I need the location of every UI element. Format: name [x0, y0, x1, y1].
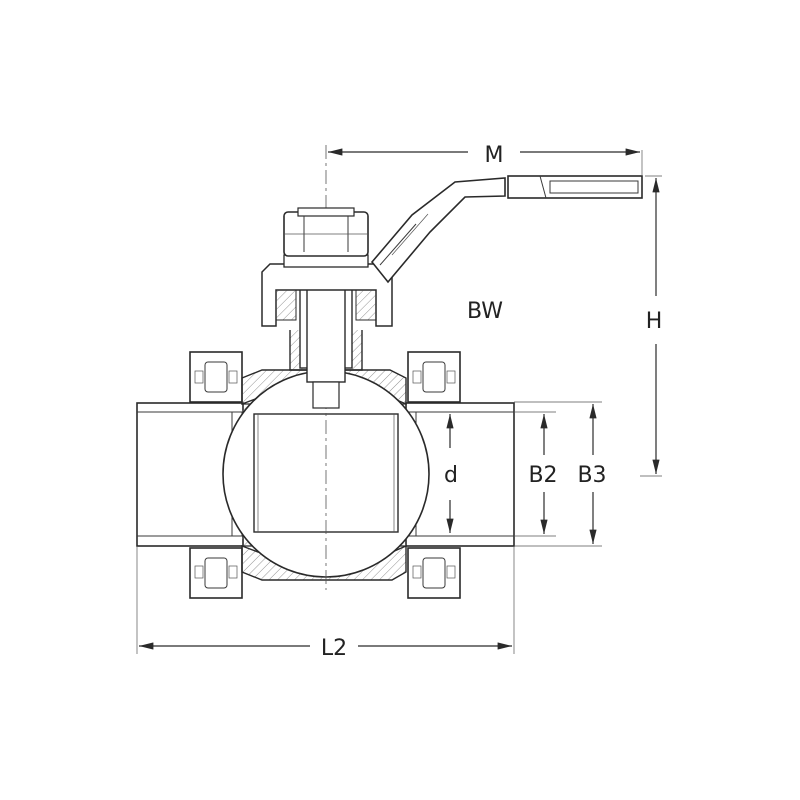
dim-l2-label: L2: [321, 636, 347, 661]
left-flange: [189, 351, 243, 599]
dim-m: M: [328, 143, 643, 176]
stem-assembly: [261, 207, 393, 409]
dim-d: d: [444, 414, 458, 533]
connection-type-label: BW: [467, 299, 503, 324]
valve-body: [136, 145, 515, 599]
dim-b2: B2: [514, 411, 558, 537]
dim-m-label: M: [485, 143, 504, 168]
lever-handle: [370, 175, 643, 284]
handle-grip: [507, 175, 643, 199]
dim-d-label: d: [444, 463, 458, 488]
dim-h: H: [640, 175, 663, 477]
dim-b3: B3: [514, 401, 607, 547]
right-end-cap: [405, 402, 515, 547]
right-flange: [407, 351, 461, 599]
dim-h-label: H: [646, 309, 663, 334]
stem-nut: [283, 207, 369, 257]
dim-b2-label: B2: [528, 463, 557, 488]
dim-l2: L2: [136, 546, 515, 661]
dim-b3-label: B3: [577, 463, 606, 488]
